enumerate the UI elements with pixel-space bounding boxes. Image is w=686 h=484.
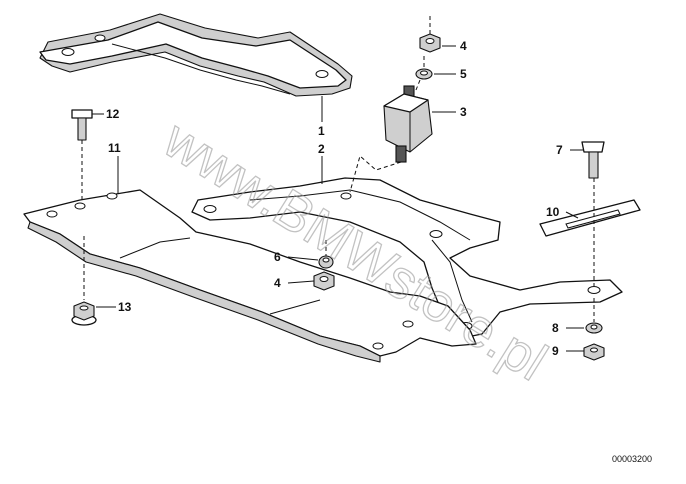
- callout-3: 3: [460, 105, 467, 119]
- support-bracket-part-1: [39, 13, 353, 97]
- rubber-mount-part-3: [383, 85, 433, 163]
- callout-12: 12: [106, 107, 120, 121]
- lower-nut-part-4: [313, 271, 335, 291]
- diagram-code: 00003200: [612, 454, 652, 464]
- callout-5: 5: [460, 67, 467, 81]
- protection-plate-part-11: [23, 189, 477, 363]
- callout-13: 13: [118, 300, 132, 314]
- strap-part-10: [539, 199, 641, 237]
- upper-nut-part-4: [419, 33, 441, 53]
- nut-part-9: [583, 343, 605, 361]
- assembly-axis-lines: [81, 16, 595, 322]
- flange-nut-part-13: [71, 301, 97, 326]
- callout-8: 8: [552, 321, 559, 335]
- bolt-part-7: [581, 141, 605, 179]
- leader-lines: [92, 45, 584, 352]
- callout-2: 2: [318, 142, 325, 156]
- cross-member-part-2: [191, 177, 623, 339]
- callout-7: 7: [556, 143, 563, 157]
- washer-part-6: [318, 255, 334, 269]
- bolt-part-12: [71, 109, 93, 141]
- callout-9: 9: [552, 344, 559, 358]
- callout-10: 10: [546, 205, 560, 219]
- washer-part-5: [415, 68, 433, 80]
- callout-1: 1: [318, 124, 325, 138]
- callout-11: 11: [108, 141, 121, 155]
- callout-6: 6: [274, 250, 281, 264]
- callout-4-lower: 4: [274, 276, 281, 290]
- callout-4-upper: 4: [460, 39, 467, 53]
- washer-part-8: [585, 322, 603, 334]
